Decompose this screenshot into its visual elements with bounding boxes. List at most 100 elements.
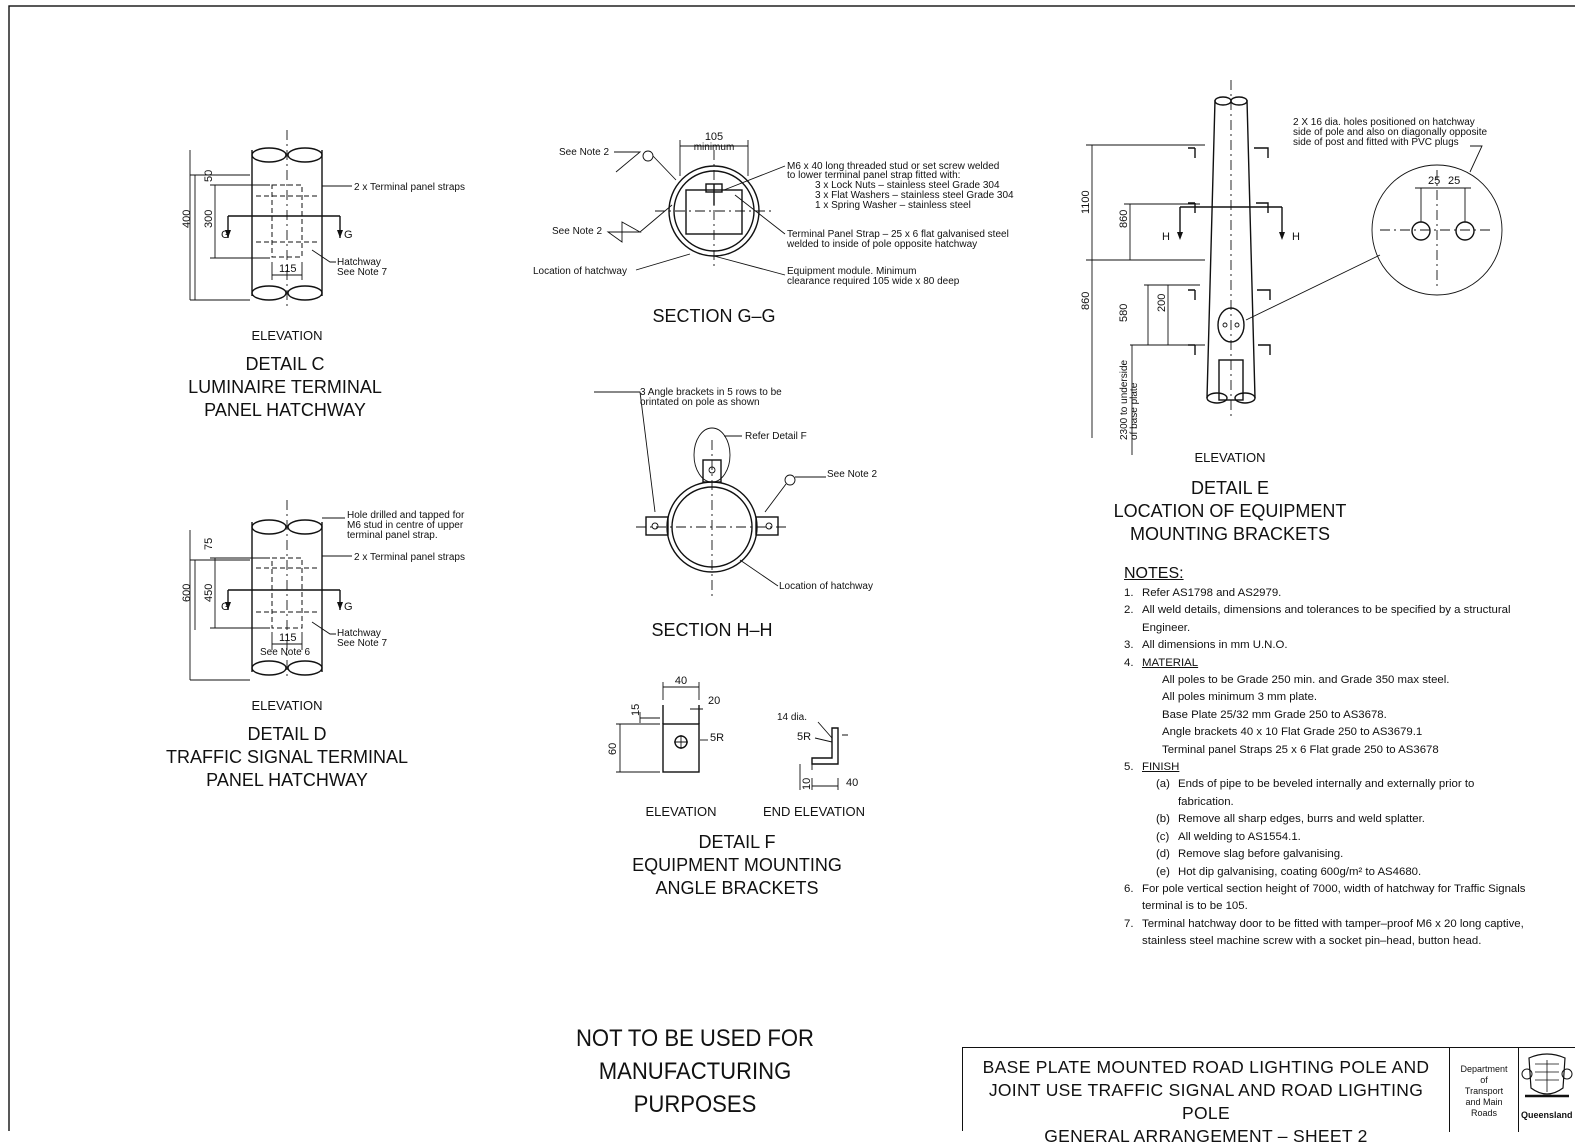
detail-f-title: DETAIL F — [698, 832, 775, 852]
dim-200: 200 — [1156, 294, 1168, 312]
hatchway-label: Hatchway — [337, 257, 381, 268]
strap-label: 2 x Terminal panel straps — [354, 182, 465, 193]
drawing-title-line-2: JOINT USE TRAFFIC SIGNAL AND ROAD LIGHTI… — [988, 1080, 1424, 1123]
dim-300: 300 — [203, 210, 215, 228]
dim-40-b: 40 — [846, 777, 858, 789]
dim-20: 20 — [708, 695, 720, 707]
detail-d-title-2: TRAFFIC SIGNAL TERMINAL — [166, 747, 408, 767]
note-5-a: (a)Ends of pipe to be beveled internally… — [1124, 776, 1544, 811]
note-7: 7.Terminal hatchway door to be fitted wi… — [1124, 916, 1544, 951]
note-6: 6.For pole vertical section height of 70… — [1124, 881, 1544, 916]
note-5-e: (e)Hot dip galvanising, coating 600g/m² … — [1124, 864, 1544, 881]
drawing-title-line-3: GENERAL ARRANGEMENT – SHEET 2 — [1044, 1126, 1368, 1146]
dim-860-b: 860 — [1080, 292, 1092, 310]
dim-115: 115 — [279, 263, 297, 275]
note-6-text: For pole vertical section height of 7000… — [1142, 882, 1526, 913]
dim-600: 600 — [181, 584, 193, 602]
section-g-left-d: G — [221, 601, 230, 613]
dim-1100: 1100 — [1080, 190, 1092, 214]
warning-line-2: PURPOSES — [633, 1091, 757, 1118]
drawing-title-line-1: BASE PLATE MOUNTED ROAD LIGHTING POLE AN… — [982, 1057, 1430, 1077]
section-hh-title: SECTION H–H — [651, 620, 772, 640]
hatchway-label-d: Hatchway — [337, 628, 381, 639]
dim-105: 105 — [705, 131, 723, 143]
module-note-2: clearance required 105 wide x 80 deep — [787, 276, 960, 287]
hole-14-dia: 14 dia. — [777, 712, 807, 723]
brackets-note-2: orintated on pole as shown — [640, 397, 760, 408]
see-note-2-b: See Note 2 — [552, 226, 602, 237]
detail-e-title-3: MOUNTING BRACKETS — [1130, 524, 1330, 544]
detail-f-view-1: ELEVATION — [645, 804, 716, 819]
section-h-right: H — [1292, 231, 1300, 243]
base-plate-dim-2: of base plate — [1129, 382, 1140, 440]
strap-label-d: 2 x Terminal panel straps — [354, 552, 465, 563]
module-note-1: Equipment module. Minimum — [787, 266, 917, 277]
section-h-left: H — [1162, 231, 1170, 243]
warning-line-1: NOT TO BE USED FOR MANUFACTURING — [575, 1025, 815, 1085]
dim-25-b: 25 — [1448, 175, 1460, 187]
holes-note-3: side of post and fitted with PVC plugs — [1293, 137, 1459, 148]
detail-e-title: DETAIL E — [1191, 478, 1269, 498]
dim-15: 15 — [630, 704, 642, 716]
note-4-e: Terminal panel Straps 25 x 6 Flat grade … — [1162, 743, 1439, 756]
stud-note-2: to lower terminal panel strap fitted wit… — [787, 170, 960, 181]
section-gg-drawing — [606, 140, 786, 276]
note-7-text: Terminal hatchway door to be fitted with… — [1142, 917, 1524, 948]
detail-d-drawing — [189, 500, 352, 681]
dept-line-1: Department — [1460, 1064, 1508, 1074]
department-name: Department of Transport and Main Roads — [1449, 1048, 1519, 1132]
dept-line-4: and Main — [1465, 1097, 1503, 1107]
note-5-b: (b)Remove all sharp edges, burrs and wel… — [1124, 811, 1544, 828]
detail-d-title-3: PANEL HATCHWAY — [206, 770, 368, 790]
note-5-a-text: Ends of pipe to be beveled internally an… — [1178, 778, 1475, 808]
hatchway-note: See Note 7 — [337, 267, 387, 278]
dim-400: 400 — [181, 210, 193, 228]
detail-c-title: DETAIL C — [245, 354, 324, 374]
holes-note-1: 2 X 16 dia. holes positioned on hatchway — [1293, 117, 1475, 128]
queensland-government-label: Queensland — [1521, 1110, 1573, 1120]
location-hatchway-gg: Location of hatchway — [533, 266, 627, 277]
dept-line-3: Transport — [1464, 1086, 1504, 1096]
note-5-c: (c)All welding to AS1554.1. — [1124, 829, 1544, 846]
holes-note-2: side of pole and also on diagonally oppo… — [1293, 127, 1487, 138]
dim-10: 10 — [801, 778, 813, 790]
section-g-right: G — [344, 229, 353, 241]
stud-note-1: M6 x 40 long threaded stud or set screw … — [787, 161, 999, 172]
note-4: 4.MATERIAL — [1124, 655, 1544, 672]
dim-115-d: 115 — [279, 632, 297, 644]
stud-note-4: 3 x Flat Washers – stainless steel Grade… — [815, 190, 1014, 201]
dim-75: 75 — [203, 538, 215, 550]
notes-block: NOTES: 1.Refer AS1798 and AS2979. 2.All … — [1124, 563, 1544, 951]
section-g-left: G — [221, 229, 230, 241]
dim-860-a: 860 — [1118, 210, 1130, 228]
detail-e-title-2: LOCATION OF EQUIPMENT — [1114, 501, 1347, 521]
dept-line-5: Roads — [1470, 1108, 1497, 1118]
notes-heading: NOTES: — [1124, 565, 1184, 582]
sheet-border — [8, 5, 1575, 1131]
hole-note-2: M6 stud in centre of upper — [347, 520, 464, 531]
detail-c-title-3: PANEL HATCHWAY — [204, 400, 366, 420]
detail-f-title-2: EQUIPMENT MOUNTING — [632, 855, 842, 875]
dim-50: 50 — [203, 170, 215, 182]
manufacturing-warning: NOT TO BE USED FOR MANUFACTURING PURPOSE… — [488, 1022, 902, 1121]
dept-line-2: of — [1480, 1075, 1488, 1085]
detail-d-title: DETAIL D — [247, 724, 326, 744]
detail-d-view: ELEVATION — [251, 698, 322, 713]
drawing-title: BASE PLATE MOUNTED ROAD LIGHTING POLE AN… — [963, 1056, 1449, 1148]
location-hatchway-hh: Location of hatchway — [779, 581, 873, 592]
note-5-d-text: Remove slag before galvanising. — [1178, 848, 1344, 861]
brackets-note-1: 3 Angle brackets in 5 rows to be — [640, 387, 782, 398]
see-note-2-hh: See Note 2 — [827, 469, 877, 480]
radius-5r: 5R — [710, 732, 724, 744]
dim-450: 450 — [203, 584, 215, 602]
see-note-6: See Note 6 — [260, 647, 310, 658]
detail-e-drawing — [1086, 80, 1503, 455]
detail-f-view-2: END ELEVATION — [763, 804, 865, 819]
section-g-right-d: G — [344, 601, 353, 613]
detail-f-title-3: ANGLE BRACKETS — [655, 878, 818, 898]
note-5: 5.FINISH — [1124, 759, 1544, 776]
base-plate-dim-1: 2300 to underside — [1119, 359, 1130, 440]
note-1: 1.Refer AS1798 and AS2979. — [1124, 585, 1544, 602]
note-4-c: Base Plate 25/32 mm Grade 250 to AS3678. — [1162, 708, 1387, 721]
note-3: 3.All dimensions in mm U.N.O. — [1124, 637, 1544, 654]
